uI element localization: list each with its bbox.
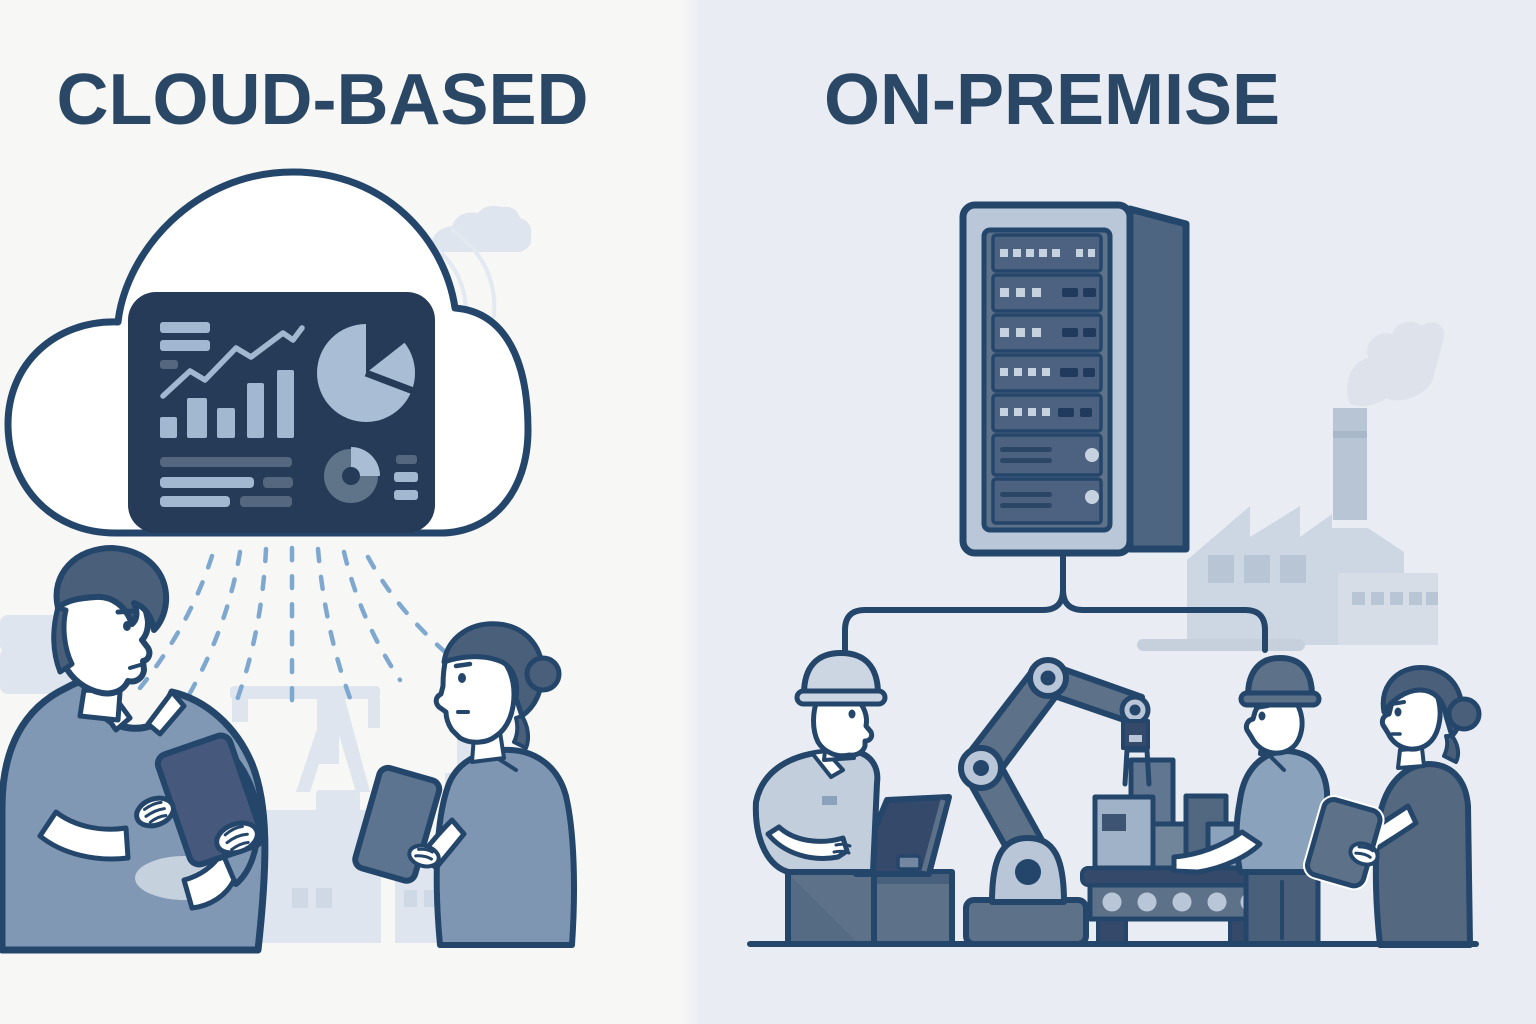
supervisor-hair-back <box>1442 734 1461 764</box>
box <box>1092 794 1156 871</box>
conveyor-belt-icon <box>1080 866 1274 946</box>
woman-hair-bun <box>524 655 562 693</box>
robotic-arm-icon <box>958 657 1152 947</box>
network-connector-line <box>842 550 1268 653</box>
pie-chart-icon <box>317 319 418 422</box>
donut-chart-icon <box>324 447 380 503</box>
server-unit <box>991 233 1103 273</box>
annex-windows <box>1352 592 1438 605</box>
man-with-tablet <box>0 545 269 954</box>
man-near-forearm <box>37 809 131 862</box>
woman-hand <box>407 843 441 869</box>
right-title: ON-PREMISE <box>823 60 1281 140</box>
man-left-hand <box>134 795 176 829</box>
right-scene <box>747 201 1482 948</box>
road-line <box>1137 639 1305 651</box>
worker-eye <box>1258 711 1266 721</box>
server-rack-icon <box>959 201 1190 557</box>
server-unit <box>991 353 1103 393</box>
man-mouth <box>128 663 142 670</box>
man-collar <box>145 689 187 737</box>
man-eye <box>123 621 131 631</box>
factory-chimney <box>1333 408 1367 520</box>
woman-torso <box>433 746 577 948</box>
dashboard-legend-bars <box>394 455 418 500</box>
woman-with-tablet <box>352 621 577 948</box>
supervisor-hand <box>1348 841 1380 867</box>
robot-gripper-fork <box>1122 747 1152 787</box>
conveyor-rollers <box>1102 892 1260 912</box>
server-unit <box>991 477 1103 525</box>
box-label <box>1102 814 1126 831</box>
hard-hat-icon <box>801 650 881 697</box>
hard-hat-conveyor-worker <box>1171 655 1332 947</box>
smoke-puff <box>1347 321 1445 406</box>
left-scene <box>0 168 577 954</box>
operator-collar <box>810 749 845 779</box>
hard-hat-icon <box>1245 655 1315 699</box>
console-desk-strip <box>877 874 949 884</box>
small-cloud-silhouette <box>431 205 532 252</box>
console-keypad <box>896 854 922 871</box>
hard-hat-brim <box>1238 690 1322 708</box>
factory-window <box>1208 555 1234 583</box>
hard-hat-brim <box>794 688 888 707</box>
supervisor-torso <box>1372 761 1473 948</box>
man-hair-back <box>51 605 75 675</box>
factory-silhouette <box>1137 321 1445 651</box>
woman-hair <box>441 621 545 719</box>
woman-hair-back <box>512 714 531 750</box>
operator-eye <box>848 709 856 719</box>
hard-hat-operator <box>752 650 888 875</box>
console-desk-shade <box>791 876 856 941</box>
server-unit <box>991 313 1103 353</box>
robot-joint-hub <box>973 760 989 776</box>
analytics-dashboard <box>128 292 435 533</box>
line-chart-icon <box>160 325 305 399</box>
server-unit <box>991 273 1103 313</box>
robot-joint-hub <box>1040 670 1056 686</box>
worker-collar-line <box>1268 754 1286 772</box>
chimney-band <box>1333 431 1367 438</box>
supervisor-with-tablet <box>1303 665 1482 948</box>
supervisor-eye <box>1394 707 1402 717</box>
bar-chart-icon <box>160 370 294 438</box>
factory-annex <box>1338 573 1438 645</box>
left-title: CLOUD-BASED <box>56 60 589 140</box>
sync-dashed-lines <box>137 545 455 709</box>
operator-pocket <box>822 796 837 805</box>
woman-eyebrow <box>453 661 473 669</box>
robot-pedestal <box>963 897 1089 947</box>
conveyor-leg <box>1096 917 1128 946</box>
woman-eye <box>458 673 466 683</box>
factory-window <box>1280 555 1306 583</box>
man-eyebrow <box>115 608 137 615</box>
robot-base-hub <box>1015 859 1041 885</box>
man-hair <box>53 545 170 633</box>
server-unit <box>991 393 1103 433</box>
rack-side-panel <box>1126 205 1190 553</box>
man-right-hand <box>214 820 260 856</box>
server-unit <box>991 433 1103 477</box>
dashboard-text-bars <box>160 322 210 369</box>
supervisor-hair-bun <box>1446 696 1482 732</box>
factory-window <box>1244 555 1270 583</box>
robot-gripper-notch <box>1129 735 1142 742</box>
dashboard-footer-text <box>160 457 293 507</box>
worker-forearm <box>1171 829 1263 875</box>
robot-gripper-bracket <box>1121 719 1150 750</box>
console-screen-edge <box>921 799 946 872</box>
operator-fingers <box>832 842 852 855</box>
robot-wrist-hub <box>1129 704 1141 716</box>
